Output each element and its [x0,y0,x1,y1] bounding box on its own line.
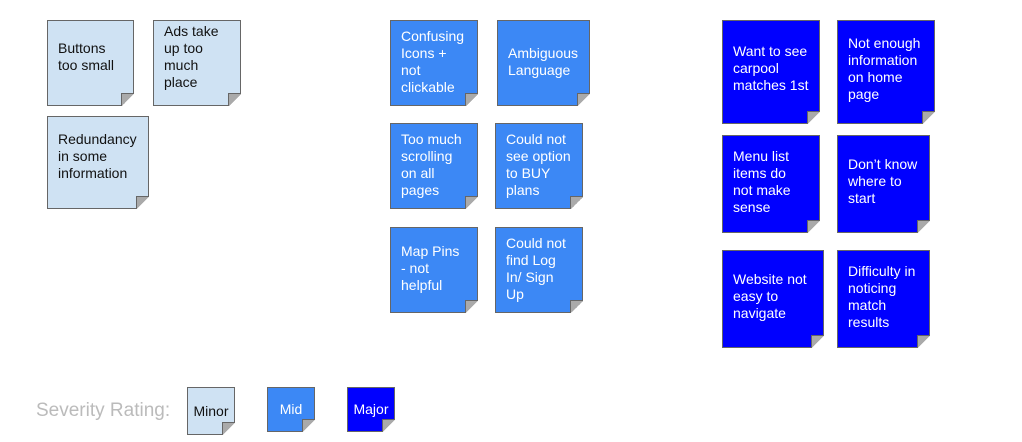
sticky-note: Could not find Log In/ Sign Up [495,227,583,313]
sticky-note: Menu list items do not make sense [722,135,820,233]
legend-minor: Minor [187,387,235,435]
sticky-note: Could not see option to BUY plans [495,123,583,209]
sticky-note: Ambiguous Language [497,20,590,106]
sticky-note: Not enough information on home page [837,20,935,124]
severity-legend-label: Severity Rating: [36,400,171,421]
sticky-note: Redundancy in some information [47,116,149,209]
sticky-note: Difficulty in noticing match results [837,250,930,348]
legend-major: Major [347,387,395,432]
sticky-note: Don’t know where to start [837,135,930,233]
sticky-note: Too much scrolling on all pages [390,123,478,209]
sticky-note: Confusing Icons + not clickable [390,20,478,106]
sticky-note: Buttons too small [47,20,134,106]
legend-mid: Mid [267,387,315,432]
sticky-note: Ads take up too much place [153,20,241,106]
sticky-note: Map Pins - not helpful [390,227,478,313]
sticky-note: Want to see carpool matches 1st [722,20,820,124]
sticky-note: Website not easy to navigate [722,250,824,348]
